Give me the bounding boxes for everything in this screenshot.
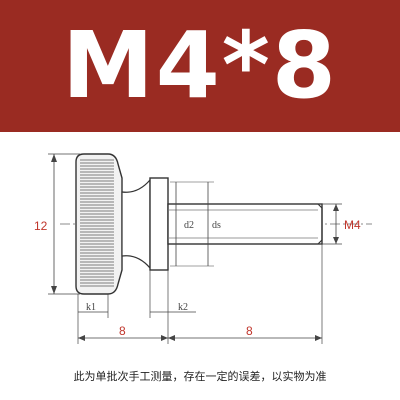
collar: [149, 177, 169, 271]
technical-drawing: d2 ds 12 M4 k1 k2 8 8: [34, 153, 372, 344]
thread-size-label: M4: [344, 218, 361, 232]
d2-label: d2: [184, 220, 194, 231]
k2-label: k2: [178, 302, 188, 313]
thread-chamfer: [317, 203, 323, 245]
head-diameter-value: 12: [34, 219, 48, 233]
k1-label: k1: [86, 302, 96, 313]
title-banner: M4*8: [0, 0, 400, 132]
head-length-value: 8: [119, 324, 126, 338]
ds-label: ds: [212, 220, 221, 231]
product-size-title: M4*8: [62, 12, 338, 119]
head-neck: [121, 178, 151, 270]
shank-length-value: 8: [246, 324, 253, 338]
knurled-head: [75, 153, 123, 295]
disclaimer-note: 此为单批次手工测量，存在一定的误差，以实物为准: [73, 370, 327, 383]
